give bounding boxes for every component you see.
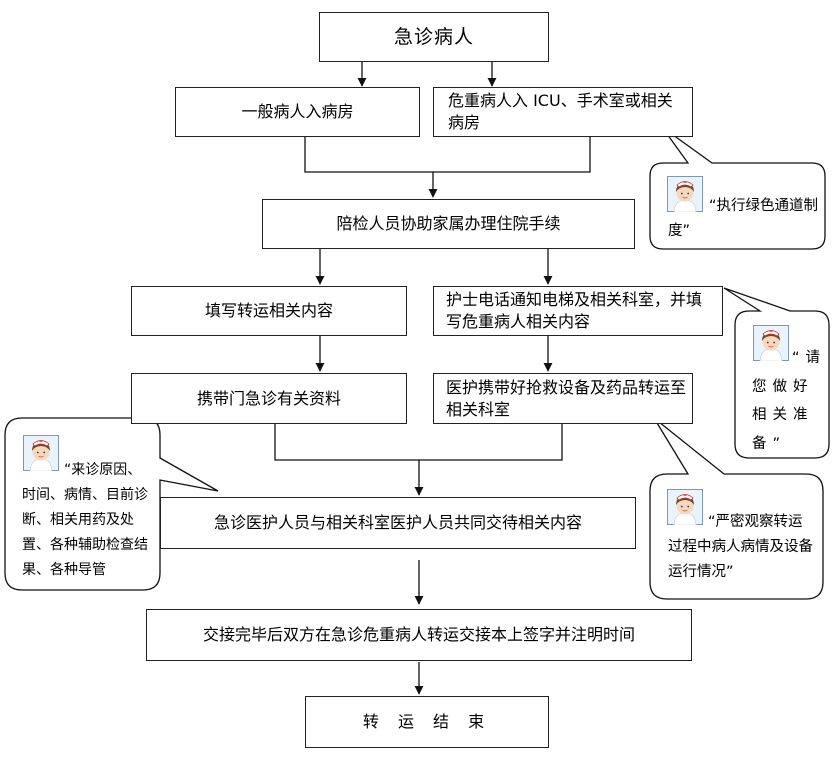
bring-equipment-label: 医护携带好抢救设备及药品转运至相关科室	[446, 377, 687, 419]
fill-transfer-box: 填写转运相关内容	[131, 286, 407, 336]
note-prepare: “请您做好相关准备”	[752, 350, 827, 452]
end-label: 转 运 结 束	[362, 712, 492, 731]
nurse-notify-box: 护士电话通知电梯及相关科室，并填写危重病人相关内容	[433, 286, 723, 336]
general-ward-box: 一般病人入病房	[175, 87, 420, 137]
nurse-avatar-icon	[23, 435, 59, 471]
note-observe: “严密观察转运过程中病人病情及设备运行情况”	[668, 514, 813, 580]
nurse-avatar-icon	[667, 176, 703, 212]
sign-record-box: 交接完毕后双方在急诊危重病人转运交接本上签字并注明时间	[146, 609, 692, 661]
admission-label: 陪检人员协助家属办理住院手续	[336, 214, 561, 233]
sign-record-label: 交接完毕后双方在急诊危重病人转运交接本上签字并注明时间	[202, 625, 635, 644]
critical-icu-label: 危重病人入 ICU、手术室或相关病房	[448, 91, 673, 132]
nurse-notify-label: 护士电话通知电梯及相关科室，并填写危重病人相关内容	[446, 290, 703, 331]
handover-box: 急诊医护人员与相关科室医护人员共同交待相关内容	[160, 497, 636, 549]
nurse-avatar-icon	[753, 325, 789, 361]
critical-icu-box: 危重病人入 ICU、手术室或相关病房	[433, 87, 693, 137]
bubble-prepare	[723, 287, 830, 459]
note-green-channel: “执行绿色通道制度”	[668, 198, 819, 239]
start-label: 急诊病人	[393, 26, 474, 48]
admission-box: 陪检人员协助家属办理住院手续	[262, 199, 635, 249]
bring-records-label: 携带门急诊有关资料	[196, 388, 341, 408]
handover-label: 急诊医护人员与相关科室医护人员共同交待相关内容	[213, 513, 582, 532]
general-ward-label: 一般病人入病房	[241, 102, 354, 121]
note-handover-items: “来诊原因、时间、病情、目前诊断、相关用药及处置、各种辅助检查结果、各种导管	[22, 462, 148, 578]
fill-transfer-label: 填写转运相关内容	[204, 301, 333, 320]
bring-equipment-box: 医护携带好抢救设备及药品转运至相关科室	[433, 373, 693, 424]
end-box: 转 运 结 束	[305, 696, 549, 748]
nurse-avatar-icon	[667, 489, 703, 525]
start-box: 急诊病人	[319, 12, 549, 62]
bring-records-box: 携带门急诊有关资料	[131, 373, 407, 424]
bubble-observe	[649, 417, 824, 600]
bubble-green-channel	[649, 126, 826, 250]
